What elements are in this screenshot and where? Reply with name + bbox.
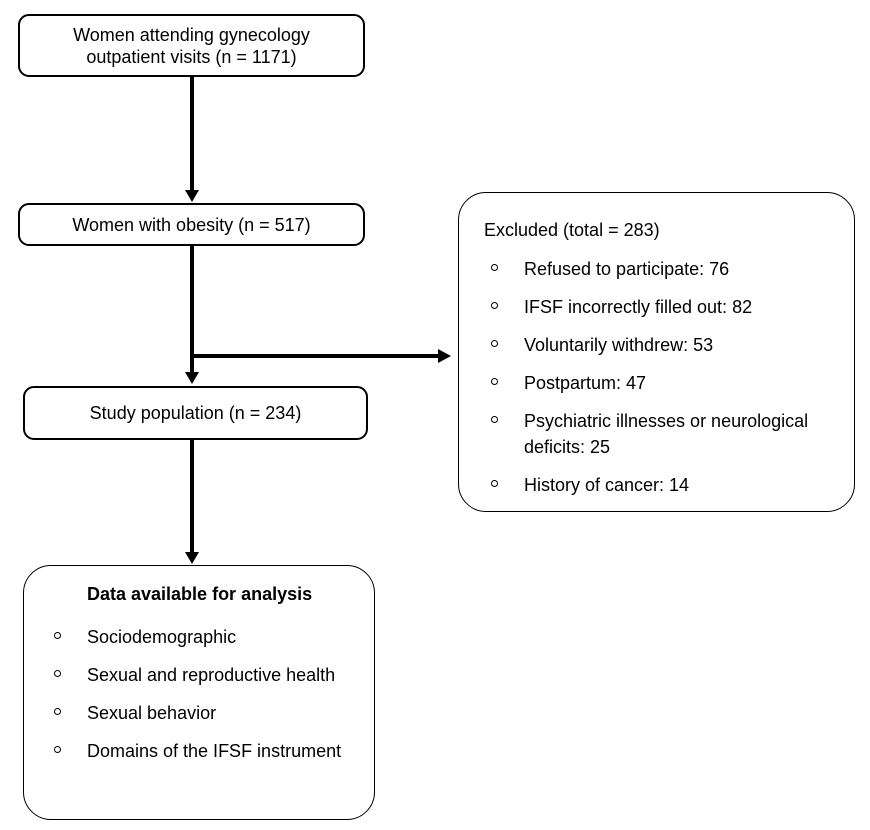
excluded-item-label: IFSF incorrectly filled out: 82 (524, 297, 753, 317)
analysis-item: Sociodemographic (54, 624, 346, 650)
analysis-item-label: Sexual behavior (87, 703, 217, 723)
excluded-item: History of cancer: 14 (484, 472, 826, 498)
box-study-population-label: Study population (n = 234) (89, 403, 302, 423)
excluded-item-label: Voluntarily withdrew: 53 (524, 335, 714, 355)
excluded-item: Voluntarily withdrew: 53 (484, 332, 826, 358)
excluded-title: Excluded (total = 283) (484, 220, 660, 240)
box-women-with-obesity: Women with obesity (n = 517) (18, 203, 365, 246)
excluded-item-label: Psychiatric illnesses or neurological de… (524, 411, 809, 457)
arrow-box3-to-analysis-line (190, 440, 194, 552)
excluded-item: IFSF incorrectly filled out: 82 (484, 294, 826, 320)
circle-bullet-icon (491, 378, 498, 385)
arrow-box3-to-analysis-head-icon (185, 552, 199, 564)
circle-bullet-icon (491, 416, 498, 423)
analysis-item-label: Sociodemographic (87, 627, 237, 647)
box-excluded: Excluded (total = 283) Refused to partic… (458, 192, 855, 512)
box-outpatient-visits-label: Women attending gynecology outpatient vi… (73, 24, 310, 67)
analysis-item-label: Domains of the IFSF instrument (87, 741, 342, 761)
circle-bullet-icon (54, 708, 61, 715)
box-data-available: Data available for analysis Sociodemogra… (23, 565, 375, 820)
box-women-with-obesity-label: Women with obesity (n = 517) (72, 214, 311, 235)
excluded-item-label: History of cancer: 14 (524, 475, 690, 495)
analysis-item-label: Sexual and reproductive health (87, 665, 336, 685)
circle-bullet-icon (491, 480, 498, 487)
circle-bullet-icon (491, 264, 498, 271)
excluded-item-label: Postpartum: 47 (524, 373, 647, 393)
circle-bullet-icon (54, 670, 61, 677)
excluded-item: Postpartum: 47 (484, 370, 826, 396)
excluded-item: Refused to participate: 76 (484, 256, 826, 282)
arrow-box1-to-box2-line (190, 77, 194, 190)
analysis-title: Data available for analysis (87, 584, 313, 604)
analysis-item: Domains of the IFSF instrument (54, 738, 346, 764)
arrow-box1-to-box2-head-icon (185, 190, 199, 202)
arrow-branch-to-excluded-head-icon (438, 349, 451, 363)
arrow-box2-to-box3-head-icon (185, 372, 199, 384)
analysis-item: Sexual and reproductive health (54, 662, 346, 688)
excluded-item-label: Refused to participate: 76 (524, 259, 730, 279)
circle-bullet-icon (54, 746, 61, 753)
analysis-item: Sexual behavior (54, 700, 346, 726)
box-study-population: Study population (n = 234) (23, 386, 368, 440)
circle-bullet-icon (491, 340, 498, 347)
arrow-box2-to-box3-line (190, 246, 194, 372)
circle-bullet-icon (54, 632, 61, 639)
arrow-branch-to-excluded-line (192, 354, 438, 358)
box-outpatient-visits: Women attending gynecology outpatient vi… (18, 14, 365, 77)
circle-bullet-icon (491, 302, 498, 309)
excluded-item: Psychiatric illnesses or neurological de… (484, 408, 826, 460)
